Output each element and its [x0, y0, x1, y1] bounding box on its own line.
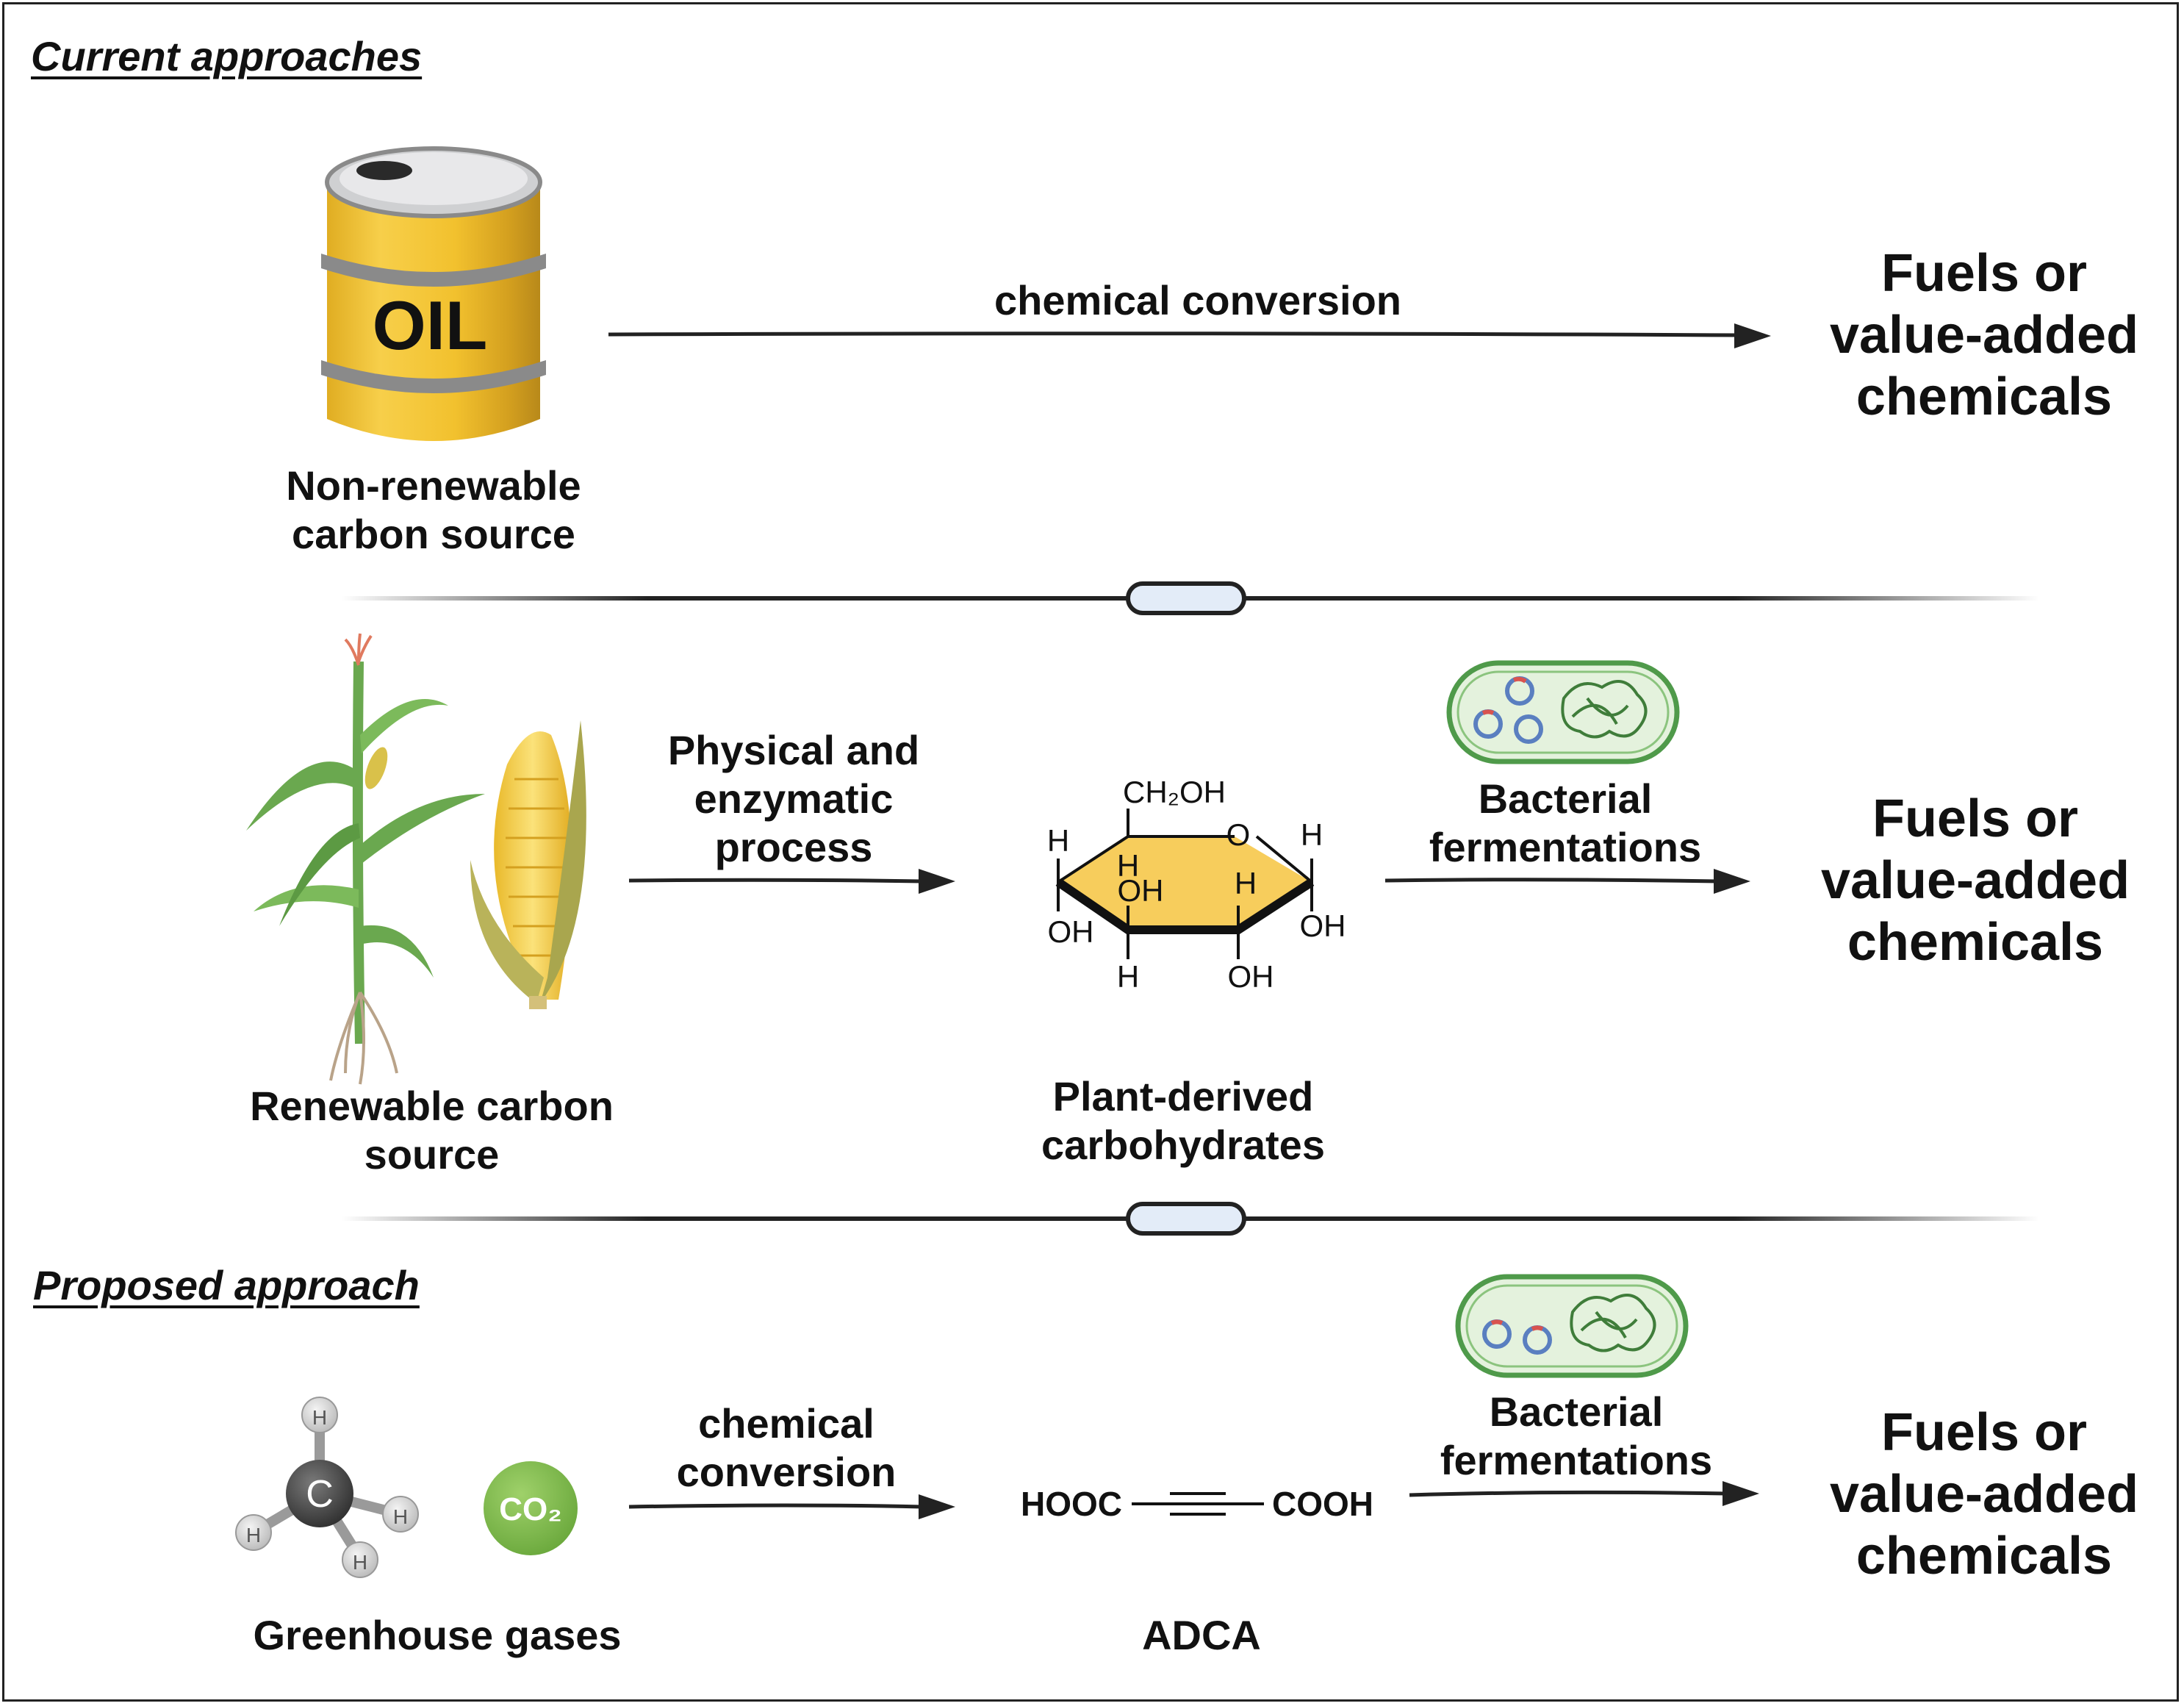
section-heading-proposed: Proposed approach: [33, 1262, 420, 1308]
co2-label: CO₂: [499, 1491, 562, 1527]
corn-cob-icon: [470, 720, 586, 1009]
row1-output-label: Fuels or value-added chemicals: [1829, 244, 2139, 426]
glucose-ring-o: O: [1226, 817, 1251, 852]
glucose-oh-1: OH: [1118, 873, 1164, 908]
co2-molecule-icon: CO₂: [484, 1461, 578, 1555]
adca-hooc: HOOC: [1021, 1485, 1122, 1523]
row2-arrow2-label: Bacterial fermentations: [1429, 775, 1702, 870]
glucose-oh-4: OH: [1228, 959, 1274, 994]
row3-arrow1-label: chemical conversion: [676, 1400, 897, 1495]
row3-arrow2-label: Bacterial fermentations: [1440, 1388, 1713, 1483]
row1-arrow-label: chemical conversion: [994, 277, 1401, 323]
glucose-oh-2: OH: [1048, 914, 1094, 949]
glucose-structure: CH₂OH O H H H OH H OH OH H OH: [1047, 775, 1346, 994]
renewable-source-label: Renewable carbon source: [250, 1083, 614, 1178]
barrel-label: OIL: [373, 287, 488, 364]
glucose-h-2: H: [1301, 817, 1323, 852]
glucose-oh-3: OH: [1300, 908, 1346, 943]
glucose-ch2oh: CH₂OH: [1123, 775, 1226, 809]
oil-barrel-icon: OIL: [321, 146, 546, 441]
glucose-h-5: H: [1117, 959, 1139, 994]
section-heading-current: Current approaches: [31, 33, 423, 79]
bacterium-icon-2: [1455, 1274, 1689, 1378]
row3-arrow-1: [628, 1494, 955, 1519]
row1-arrow: [608, 323, 1771, 348]
glucose-h-3: H: [1117, 848, 1139, 883]
non-renewable-source-label: Non-renewable carbon source: [286, 462, 581, 557]
bacterium-icon-1: [1446, 660, 1680, 764]
methane-molecule-icon: C H H H H: [235, 1397, 419, 1578]
row2-output-label: Fuels or value-added chemicals: [1820, 789, 2130, 972]
row2-arrow1-label: Physical and enzymatic process: [667, 727, 920, 870]
row3-arrow-2: [1409, 1481, 1759, 1506]
divider-2: [342, 1202, 2039, 1236]
row2-arrow-1: [628, 869, 955, 894]
methane-h-2: H: [246, 1524, 261, 1546]
row3-output-label: Fuels or value-added chemicals: [1829, 1403, 2139, 1585]
corn-plant-icon: [246, 633, 485, 1085]
methane-h-3: H: [393, 1505, 408, 1528]
row2-arrow-2: [1384, 869, 1750, 894]
adca-label: ADCA: [1142, 1612, 1261, 1658]
greenhouse-gases-label: Greenhouse gases: [253, 1612, 622, 1658]
divider-1: [342, 581, 2039, 615]
glucose-h-1: H: [1047, 823, 1069, 858]
adca-cooh: COOH: [1272, 1485, 1373, 1523]
adca-structure: HOOC COOH: [1021, 1485, 1373, 1523]
methane-h-1: H: [312, 1406, 327, 1429]
glucose-h-4: H: [1235, 866, 1257, 900]
methane-h-4: H: [353, 1551, 367, 1574]
methane-carbon-label: C: [306, 1473, 334, 1516]
plant-carbohydrates-label: Plant-derived carbohydrates: [1041, 1073, 1325, 1168]
